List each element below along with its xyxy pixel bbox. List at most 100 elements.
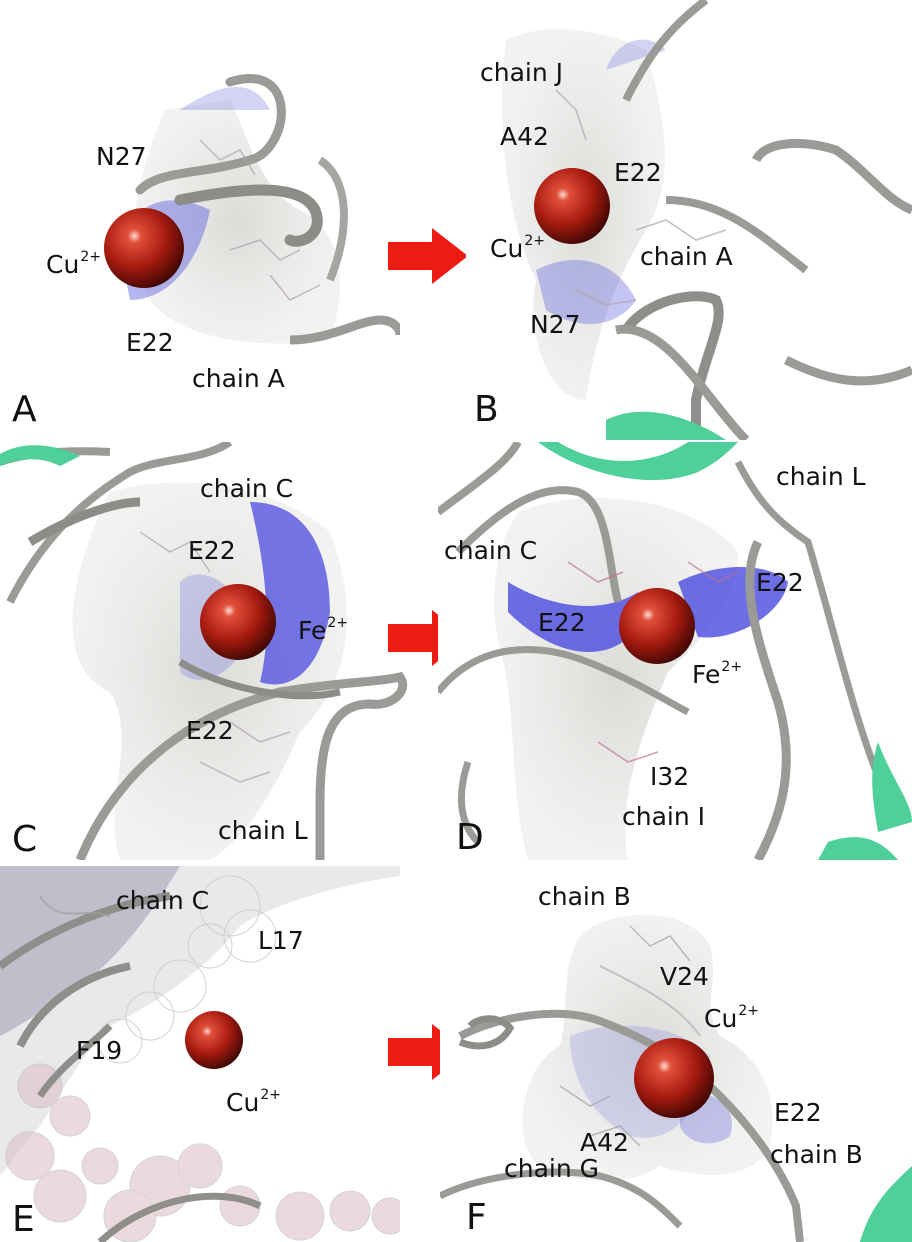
protein-backbone xyxy=(615,324,750,440)
surface-negative-patch xyxy=(508,582,641,652)
protein-backbone xyxy=(289,315,400,345)
residue-label-i32: I32 xyxy=(650,762,690,791)
panel-e-scene xyxy=(0,866,400,1242)
copper-ion xyxy=(185,1011,243,1069)
copper-ion xyxy=(634,1038,714,1118)
protein-backbone xyxy=(621,291,724,440)
ion-label-fe: Fe2+ xyxy=(298,615,349,645)
molecular-surface xyxy=(134,100,340,344)
residue-label-v24: V24 xyxy=(660,962,709,991)
residue-label-n27: N27 xyxy=(530,310,581,339)
protein-backbone xyxy=(174,184,323,247)
panel-b-scene xyxy=(502,0,912,440)
iron-ion xyxy=(200,584,276,660)
protein-backbone xyxy=(27,497,141,546)
chain-label: chain B xyxy=(538,882,631,911)
beta-sheet-ribbon xyxy=(0,445,80,466)
protein-backbone xyxy=(6,442,233,604)
residue-label-e22: E22 xyxy=(538,608,586,637)
surface-negative-patch xyxy=(606,39,666,70)
surface-negative-patch xyxy=(678,567,788,638)
chain-label: chain G xyxy=(504,1154,600,1183)
protein-backbone xyxy=(622,0,709,102)
protein-backbone xyxy=(457,760,481,845)
panel-d: chain L chain C E22 E22 Fe2+ I32 chain I… xyxy=(438,442,912,860)
protein-backbone xyxy=(438,646,690,716)
residue-label-a42: A42 xyxy=(580,1128,629,1157)
beta-sheet-ribbon xyxy=(606,411,726,440)
protein-backbone xyxy=(458,1015,515,1050)
protein-backbone xyxy=(783,355,912,386)
protein-backbone xyxy=(16,962,131,1048)
residue-label-e22: E22 xyxy=(614,158,662,187)
chain-label: chain C xyxy=(116,886,210,915)
panel-letter: E xyxy=(12,1199,35,1240)
chain-label: chain B xyxy=(770,1140,863,1169)
chain-label: chain C xyxy=(200,474,294,503)
panel-letter: D xyxy=(456,817,484,858)
residue-label-e22: E22 xyxy=(774,1098,822,1127)
protein-backbone xyxy=(39,895,111,917)
ion-label-cu: Cu2+ xyxy=(704,1003,759,1033)
protein-backbone xyxy=(455,486,622,603)
residue-label-a42: A42 xyxy=(500,122,549,151)
molecular-surface xyxy=(0,866,400,1176)
residue-label-e22: E22 xyxy=(756,568,804,597)
residue-label-e22: E22 xyxy=(126,328,174,357)
transition-arrow-icon xyxy=(388,228,468,284)
panel-f: chain B V24 Cu2+ E22 chain B A42 chain G… xyxy=(440,866,912,1242)
chain-label: chain A xyxy=(192,364,285,393)
panel-f-scene xyxy=(440,914,912,1242)
ion-label-cu: Cu2+ xyxy=(46,249,101,279)
panel-b: chain J A42 E22 Cu2+ chain A N27 B xyxy=(466,0,912,440)
panel-letter: C xyxy=(12,819,38,860)
protein-backbone xyxy=(317,156,348,282)
protein-backbone xyxy=(751,138,912,215)
chain-label: chain A xyxy=(640,242,733,271)
panel-letter: B xyxy=(474,389,499,430)
panel-a: N27 Cu2+ E22 chain A A xyxy=(0,0,400,440)
beta-sheet-ribbon xyxy=(872,742,912,832)
molecular-surface xyxy=(0,866,180,1036)
protein-backbone xyxy=(97,1192,262,1242)
protein-backbone xyxy=(599,965,701,1037)
residue-label-e22: E22 xyxy=(188,536,236,565)
panel-letter: A xyxy=(12,389,37,430)
iron-ion xyxy=(619,588,695,664)
surface-negative-patch xyxy=(180,86,270,110)
residue-label-l17: L17 xyxy=(258,926,304,955)
protein-backbone xyxy=(438,442,522,516)
ion-label-cu: Cu2+ xyxy=(226,1087,281,1117)
protein-backbone xyxy=(135,74,286,195)
beta-sheet-ribbon xyxy=(818,837,898,860)
panel-d-scene xyxy=(438,442,912,860)
protein-backbone xyxy=(440,1168,683,1229)
ion-label-fe: Fe2+ xyxy=(692,659,743,689)
protein-backbone xyxy=(665,196,809,274)
beta-sheet-ribbon xyxy=(860,1166,912,1242)
chain-label: chain L xyxy=(218,816,308,845)
copper-ion xyxy=(104,208,184,288)
chain-label: chain J xyxy=(480,58,564,87)
beta-sheet-ribbon xyxy=(538,442,738,481)
residue-label-n27: N27 xyxy=(96,142,147,171)
ion-label-cu: Cu2+ xyxy=(490,233,545,263)
panel-c-scene xyxy=(0,442,407,860)
chain-label: chain L xyxy=(776,462,866,491)
surface-negative-patch xyxy=(536,260,636,324)
residue-label-f19: F19 xyxy=(76,1036,123,1065)
panel-a-scene xyxy=(104,74,400,345)
protein-backbone xyxy=(75,671,407,860)
molecular-surface xyxy=(494,497,738,860)
panel-e: chain C L17 F19 Cu2+ E xyxy=(0,866,400,1242)
chain-label: chain I xyxy=(622,802,706,831)
protein-backbone xyxy=(745,539,791,860)
molecular-surface xyxy=(522,914,773,1181)
protein-backbone xyxy=(0,892,171,970)
panel-c: chain C E22 Fe2+ E22 chain L C xyxy=(0,442,430,860)
protein-backbone xyxy=(37,1023,113,1098)
chain-label: chain C xyxy=(444,536,538,565)
residue-label-e22: E22 xyxy=(186,716,234,745)
panel-letter: F xyxy=(466,1197,487,1238)
protein-backbone xyxy=(734,460,902,824)
